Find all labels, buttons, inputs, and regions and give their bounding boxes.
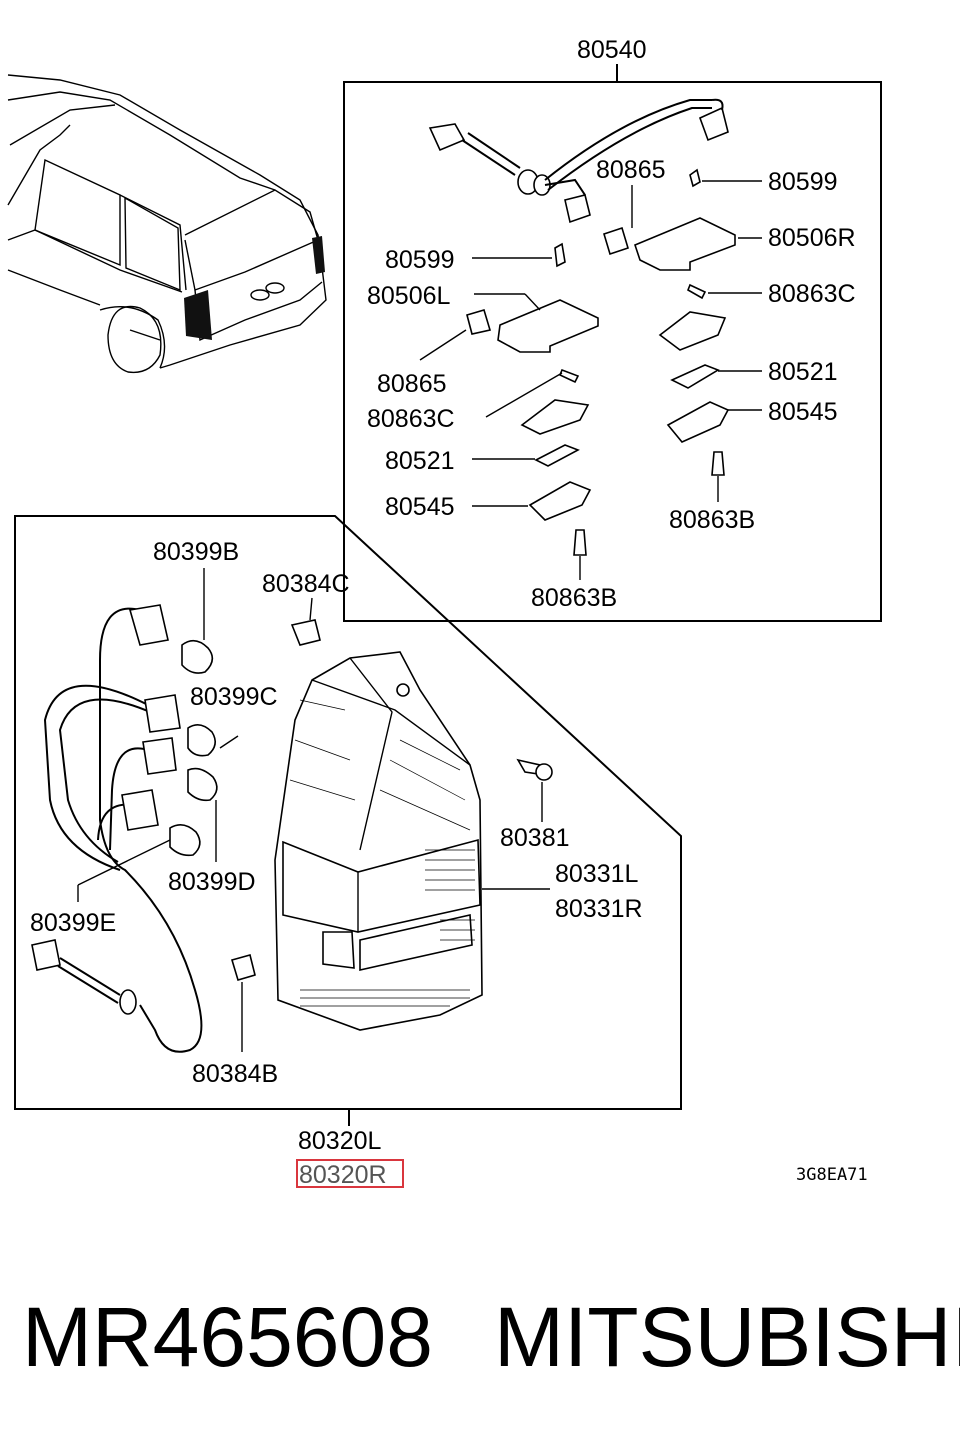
group-frame-upper: [343, 81, 882, 622]
highlight-box: [296, 1159, 404, 1188]
label-80384C: 80384C: [262, 570, 350, 598]
label-80399D: 80399D: [168, 868, 256, 896]
label-80384B: 80384B: [192, 1060, 278, 1088]
label-80399C: 80399C: [190, 683, 278, 711]
label-80863C-upper: 80863C: [768, 280, 856, 308]
label-80381: 80381: [500, 824, 570, 852]
label-80331R: 80331R: [555, 895, 643, 923]
label-80331L: 80331L: [555, 860, 639, 888]
label-80865-lower: 80865: [377, 370, 447, 398]
label-80545-upper: 80545: [768, 398, 838, 426]
label-80521-upper: 80521: [768, 358, 838, 386]
brand-name: MITSUBISHI: [494, 1290, 960, 1384]
label-80540: 80540: [577, 36, 647, 64]
label-80865-upper: 80865: [596, 156, 666, 184]
group-frame-lower: [14, 515, 682, 1110]
label-80863B-upper: 80863B: [669, 506, 755, 534]
label-80399B: 80399B: [153, 538, 239, 566]
vehicle-illustration: [7, 74, 327, 374]
label-80399E: 80399E: [30, 909, 116, 937]
label-80545-lower: 80545: [385, 493, 455, 521]
label-80599-upper: 80599: [768, 168, 838, 196]
label-80506R: 80506R: [768, 224, 856, 252]
label-80506L: 80506L: [367, 282, 451, 310]
label-80863B-lower: 80863B: [531, 584, 617, 612]
license-lamp-group: 80540 80865 80599 80506R 80599 80863C 80…: [343, 36, 882, 622]
label-80320R: 80320R: [299, 1161, 387, 1189]
diagram-code: 3G8EA71: [796, 1165, 868, 1185]
label-80863C-lower: 80863C: [367, 405, 455, 433]
label-80320L: 80320L: [298, 1127, 382, 1155]
label-80599-lower: 80599: [385, 246, 455, 274]
rear-lamp-group: 80399B 80384C 80399C 80381 80331L 80331R…: [14, 515, 682, 1126]
label-80521-lower: 80521: [385, 447, 455, 475]
part-number: MR465608: [22, 1290, 433, 1384]
